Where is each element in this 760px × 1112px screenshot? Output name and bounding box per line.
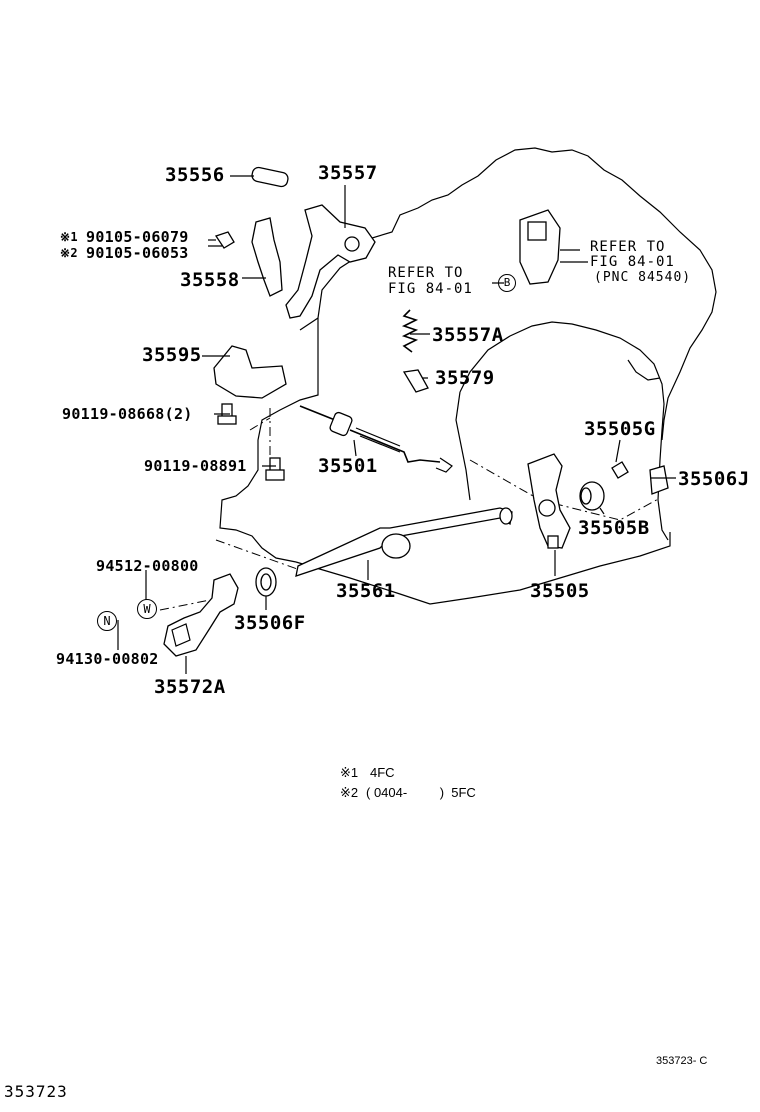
selector-shaft-35561-icon bbox=[295, 507, 513, 580]
fastener-label-94130-00802: 94130-00802 bbox=[56, 650, 159, 668]
note-2-mark: ※2 bbox=[340, 785, 359, 800]
refer-left-line2: FIG 84-01 bbox=[388, 281, 473, 297]
note-1-text: 4FC bbox=[370, 765, 395, 780]
refer-right-line3: (PNC 84540) bbox=[594, 270, 692, 285]
fastener-label-94512-00800: 94512-00800 bbox=[96, 557, 199, 575]
part-label-35505G: 35505G bbox=[584, 418, 656, 440]
note-1-mark: ※1 bbox=[340, 765, 359, 780]
part-label-35505: 35505 bbox=[530, 580, 590, 602]
bolt-35579-icon bbox=[402, 369, 429, 393]
part-label-35557A: 35557A bbox=[432, 324, 504, 346]
figure-footer-code: 353723- C bbox=[656, 1055, 708, 1067]
part-label-35558: 35558 bbox=[180, 269, 240, 291]
refer-right-line1: REFER TO bbox=[590, 239, 666, 255]
lock-plate-35558-icon bbox=[242, 217, 283, 297]
part-label-35561: 35561 bbox=[336, 580, 396, 602]
refer-left-line1: REFER TO bbox=[388, 265, 464, 281]
fastener-mark-2: ※2 bbox=[60, 246, 78, 260]
fastener-label-90105-06079: 90105-06079 bbox=[86, 228, 189, 246]
part-label-35506J: 35506J bbox=[678, 468, 750, 490]
part-label-35572A: 35572A bbox=[154, 676, 226, 698]
nut-tag: N bbox=[97, 611, 117, 631]
part-label-35556: 35556 bbox=[165, 164, 225, 186]
spring-35557A-icon bbox=[401, 309, 419, 353]
refer-right-line2: FIG 84-01 bbox=[590, 254, 675, 270]
bolt-90119-08891-icon bbox=[265, 457, 285, 481]
note-2-text: ( 0404- ) 5FC bbox=[366, 785, 476, 800]
leader-lines bbox=[117, 245, 676, 650]
part-label-35506F: 35506F bbox=[234, 612, 306, 634]
transaxle-housing-outline bbox=[299, 147, 717, 441]
fastener-mark-1: ※1 bbox=[60, 230, 78, 244]
part-label-35505B: 35505B bbox=[578, 517, 650, 539]
dash-line-3 bbox=[215, 539, 301, 571]
bushing-35505B-icon bbox=[579, 481, 605, 511]
washer-tag: W bbox=[137, 599, 157, 619]
fastener-label-90119-08668: 90119-08668(2) bbox=[62, 405, 193, 423]
fastener-label-90119-08891: 90119-08891 bbox=[144, 457, 247, 475]
control-lever-35572A-icon bbox=[163, 573, 239, 674]
figure-code: 353723 bbox=[4, 1082, 68, 1101]
dash-line-1 bbox=[469, 459, 661, 521]
lever-35505-icon bbox=[527, 453, 571, 576]
part-label-35595: 35595 bbox=[142, 344, 202, 366]
housing-lower-contour bbox=[219, 318, 319, 563]
refer-left-tag: B bbox=[498, 274, 516, 292]
part-label-35557: 35557 bbox=[318, 162, 378, 184]
clip-35505G-icon bbox=[611, 461, 629, 479]
pin-35556-icon bbox=[230, 166, 289, 188]
neutral-switch-icon bbox=[519, 209, 580, 285]
housing-inner-arc bbox=[455, 391, 471, 501]
dash-line-5 bbox=[249, 417, 271, 431]
clip-35506J-icon bbox=[649, 465, 669, 495]
shift-shaft-35501-icon bbox=[299, 405, 453, 473]
housing-right-detail bbox=[627, 359, 661, 381]
fastener-label-90105-06053: 90105-06053 bbox=[86, 244, 189, 262]
part-label-35501: 35501 bbox=[318, 455, 378, 477]
bolt-90105-icon bbox=[208, 231, 235, 249]
bolt-90119-08668-icon bbox=[217, 403, 237, 425]
shift-fork-35557-icon bbox=[285, 185, 376, 319]
bracket-35595-icon bbox=[202, 345, 287, 399]
part-label-35579: 35579 bbox=[435, 367, 495, 389]
seal-35506F-icon bbox=[255, 567, 277, 610]
housing-bottom-edge bbox=[295, 532, 671, 605]
